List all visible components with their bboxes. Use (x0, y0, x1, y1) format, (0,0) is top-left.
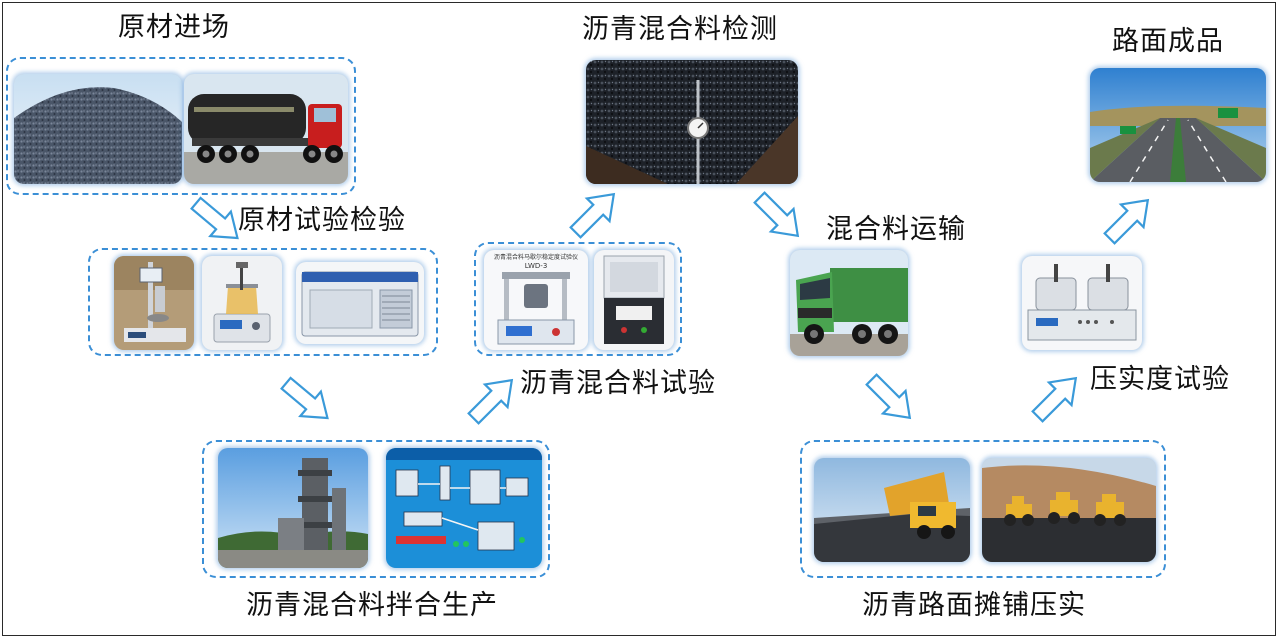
group-raw-test (88, 248, 438, 356)
arrow-paving-to-compaction-test (1031, 376, 1078, 423)
marshall-tester-model: LWD-3 (525, 262, 548, 270)
group-mixing-production (202, 440, 550, 578)
photo-asphalt-mixture-hopper (586, 60, 798, 184)
photo-mixing-plant-tower (218, 448, 368, 568)
label-raw-entry: 原材进场 (118, 12, 230, 43)
photo-marshall-tester: 沥青混合料马歇尔稳定度试验仪 LWD-3 (484, 250, 588, 350)
label-mixture-inspection: 沥青混合料检测 (582, 14, 778, 45)
photo-softening-point-tester (202, 256, 282, 350)
group-paving (800, 440, 1166, 578)
arrow-compaction-test-to-finished-road (1103, 198, 1150, 245)
group-mixture-test (474, 242, 682, 356)
label-transport: 混合料运输 (826, 214, 966, 245)
label-paving: 沥青路面摊铺压实 (862, 590, 1086, 621)
photo-transport-dump-truck (790, 250, 908, 356)
label-mixture-test: 沥青混合料试验 (520, 368, 716, 399)
photo-aggregate-pile (14, 74, 182, 184)
label-raw-test: 原材试验检验 (238, 205, 406, 236)
arrow-raw-test-to-mixing (280, 376, 329, 420)
photo-control-system-screen (386, 448, 542, 568)
group-raw-entry (6, 57, 356, 195)
arrow-mixing-to-mixture-test (467, 378, 514, 425)
photo-asphalt-tanker-truck (184, 74, 348, 184)
photo-penetration-tester (114, 256, 194, 350)
photo-ductility-machine (296, 262, 424, 344)
photo-road-rollers (982, 458, 1156, 562)
photo-paving-machine (814, 458, 970, 562)
label-mixing-production: 沥青混合料拌合生产 (246, 590, 498, 621)
photo-finished-highway (1090, 68, 1266, 182)
svg-text:沥青混合料马歇尔稳定度试验仪: 沥青混合料马歇尔稳定度试验仪 (494, 253, 578, 261)
arrow-raw-entry-to-raw-test (190, 196, 239, 240)
photo-compaction-tester (1022, 256, 1142, 350)
arrow-mixture-test-to-inspection (569, 192, 616, 239)
arrow-inspection-to-transport (753, 191, 800, 238)
label-finished-road: 路面成品 (1112, 26, 1224, 57)
label-compaction-test: 压实度试验 (1090, 364, 1230, 395)
arrow-transport-to-paving (865, 373, 912, 420)
photo-test-oven (594, 250, 674, 350)
